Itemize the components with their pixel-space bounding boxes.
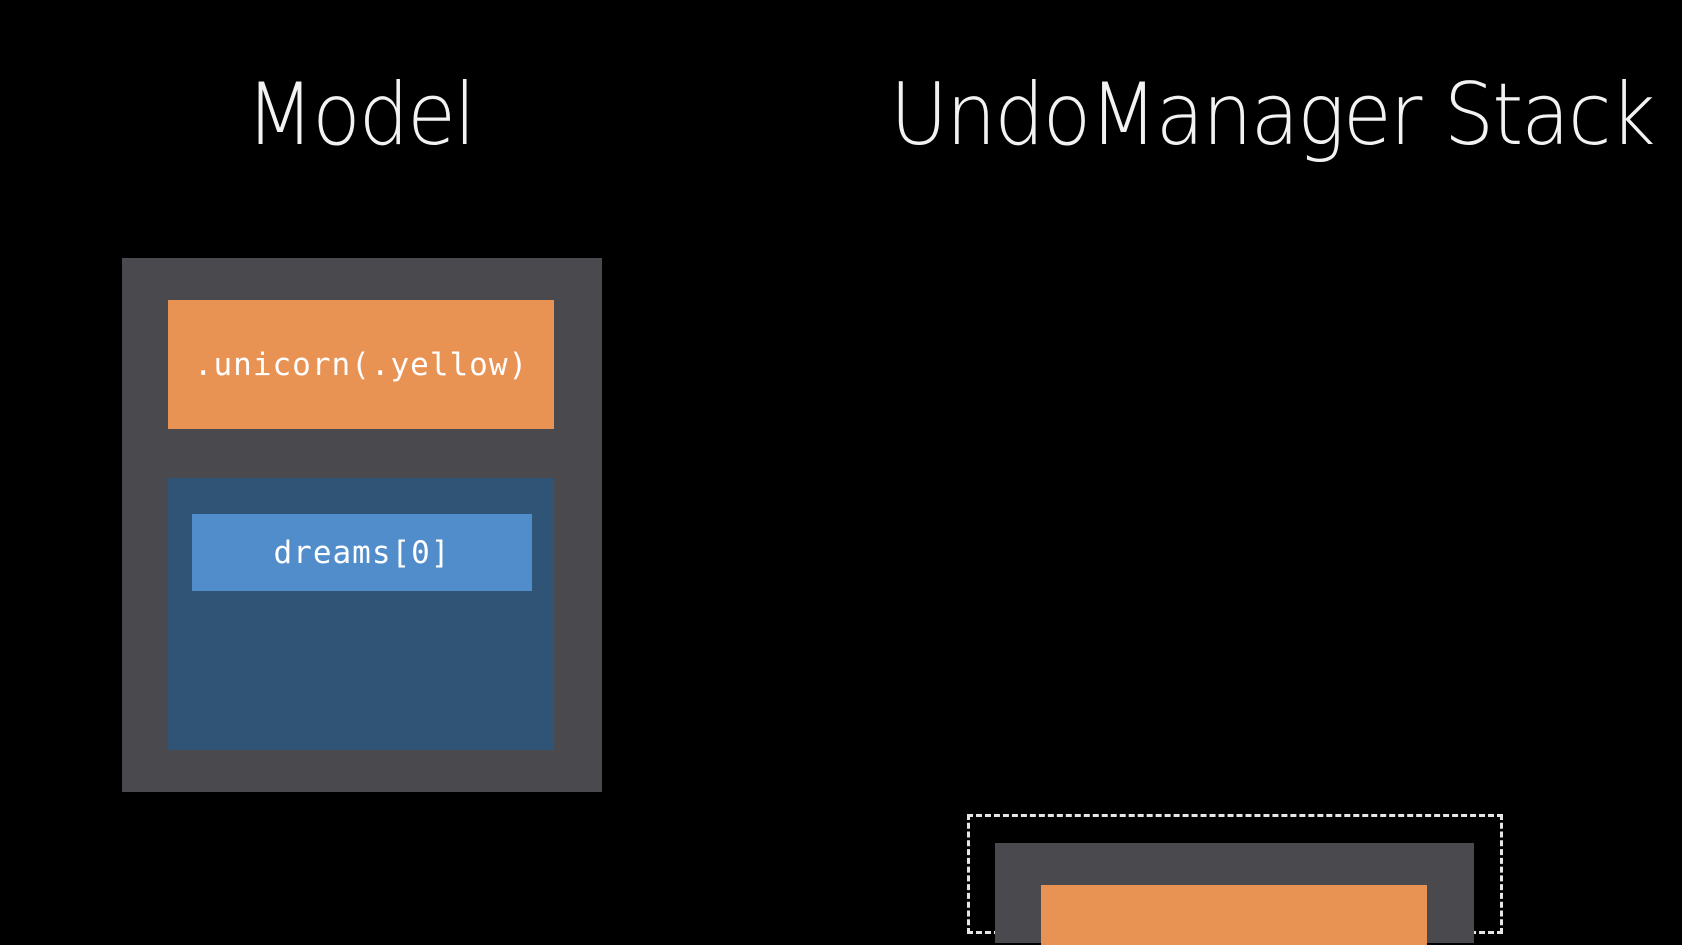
enum-value-box: .unicorn(.yellow) (168, 300, 554, 429)
dream-item-label: dreams[0] (273, 534, 451, 571)
undo-stack-title: UndoManager Stack (890, 65, 1656, 165)
model-title: Model (245, 65, 476, 165)
undo-stack-entry (995, 843, 1474, 945)
undo-stack-entry-enum (1041, 885, 1427, 945)
enum-value-label: .unicorn(.yellow) (193, 346, 529, 383)
dreams-array-box: dreams[0] (168, 478, 554, 750)
model-container: .unicorn(.yellow) dreams[0] (122, 258, 602, 792)
dream-item: dreams[0] (192, 514, 532, 591)
